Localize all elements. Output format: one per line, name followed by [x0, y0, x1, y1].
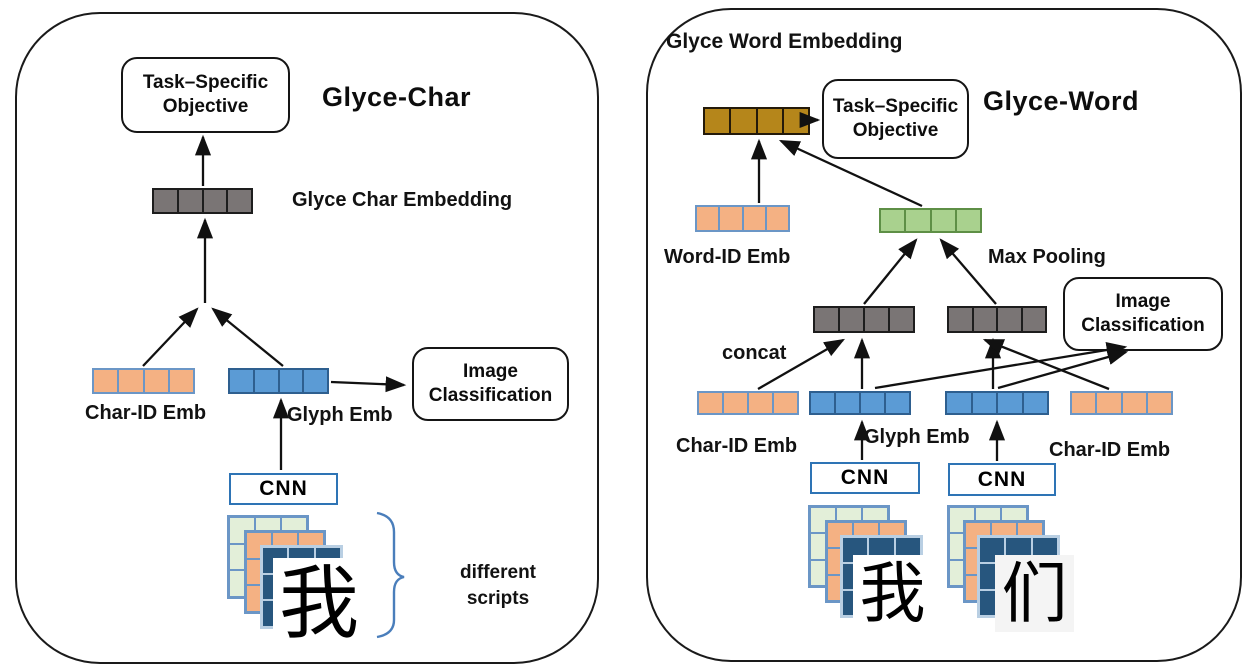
- glyph-emb-label-left-panel: Glyph Emb: [287, 404, 393, 426]
- max-pooling-label: Max Pooling: [988, 246, 1106, 268]
- glyce-char-embedding-vector: [152, 188, 253, 214]
- task-objective-box-left: Task–Specific Objective: [121, 57, 290, 133]
- char-id-emb-vector-2: [1070, 391, 1173, 415]
- glyce-word-embedding-header: Glyce Word Embedding: [666, 30, 903, 53]
- different-scripts-note: different scripts: [460, 562, 536, 609]
- glyph-emb-vector-2: [945, 391, 1049, 415]
- glyce-char-embedding-label: Glyce Char Embedding: [292, 189, 513, 211]
- glyph-image-men-right: 们: [995, 555, 1074, 632]
- image-classification-label-left: Image Classification: [428, 361, 553, 406]
- glyph-image-wo-left: 我: [273, 558, 365, 650]
- word-id-emb-vector: [695, 205, 790, 232]
- glyph-emb-label-right-panel: Glyph Emb: [864, 426, 970, 448]
- cnn-box-2: CNN: [948, 463, 1056, 496]
- task-objective-box-right: Task–Specific Objective: [822, 79, 969, 159]
- image-classification-box-left: Image Classification: [412, 347, 569, 421]
- panel-title-glyce-word: Glyce-Word: [983, 86, 1140, 116]
- char-id-emb-vector-1: [697, 391, 799, 415]
- char-id-emb-label-left-panel: Char-ID Emb: [85, 402, 207, 424]
- glyph-image-wo-right: 我: [853, 555, 932, 632]
- char-embedding-vector-2: [947, 306, 1047, 333]
- concat-label: concat: [722, 342, 787, 364]
- word-id-emb-label: Word-ID Emb: [664, 246, 791, 268]
- char-id-emb-label-1: Char-ID Emb: [676, 435, 798, 457]
- cnn-box-1: CNN: [810, 462, 920, 494]
- glyph-emb-vector-1: [809, 391, 911, 415]
- image-classification-box-right: Image Classification: [1063, 277, 1223, 351]
- cnn-label-left: CNN: [259, 477, 308, 500]
- char-id-emb-vector-left: [92, 368, 195, 394]
- cnn-box-left: CNN: [229, 473, 338, 505]
- panel-title-glyce-char: Glyce-Char: [322, 82, 472, 112]
- image-classification-label-right: Image Classification: [1081, 291, 1205, 336]
- glyce-word-embedding-vector: [703, 107, 810, 135]
- char-embedding-vector-1: [813, 306, 915, 333]
- cnn-label-1: CNN: [840, 466, 890, 489]
- max-pooling-vector: [879, 208, 982, 233]
- task-objective-label-right: Task–Specific Objective: [832, 96, 959, 141]
- glyph-emb-vector-left: [228, 368, 329, 394]
- char-id-emb-label-2: Char-ID Emb: [1049, 439, 1171, 461]
- cnn-label-2: CNN: [977, 467, 1027, 491]
- task-objective-label-left: Task–Specific Objective: [142, 72, 269, 117]
